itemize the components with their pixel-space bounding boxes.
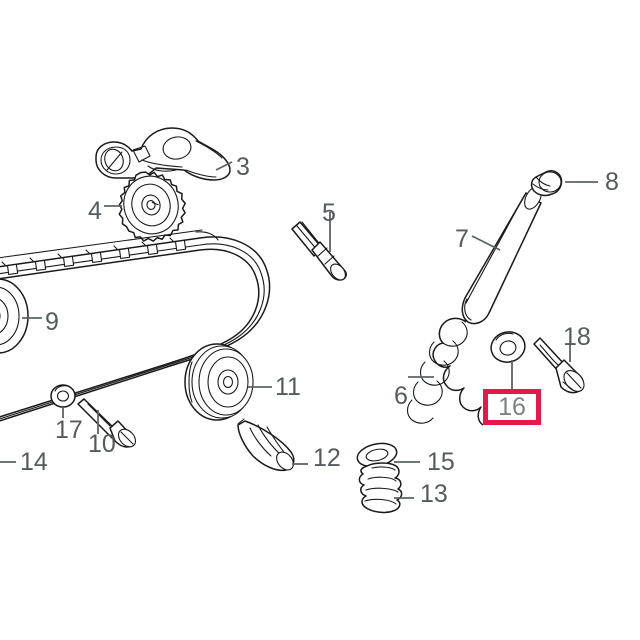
part-9-crank-pulley <box>0 278 29 354</box>
part-4-idler-sprocket <box>118 171 186 242</box>
part-18-hex-flange-bolt <box>533 337 585 394</box>
callout-7: 7 <box>455 225 469 253</box>
part-16-washer <box>490 331 526 363</box>
callout-12: 12 <box>313 444 341 472</box>
callout-5: 5 <box>322 199 336 227</box>
chain-links <box>0 229 219 276</box>
part-13-bellows-grommet <box>358 462 403 514</box>
callout-17: 17 <box>55 416 83 444</box>
callout-6: 6 <box>394 382 408 410</box>
callout-18: 18 <box>563 323 591 351</box>
part-17-plain-washer <box>50 384 76 408</box>
highlight-label: 16 <box>498 392 526 421</box>
callout-8: 8 <box>605 168 619 196</box>
callout-13: 13 <box>420 480 448 508</box>
leader-lines <box>0 161 598 499</box>
part-15-sealing-washer <box>356 442 398 468</box>
part-7-tensioner-rod <box>461 186 542 325</box>
part-12-cone-boot <box>237 418 295 472</box>
callout-11: 11 <box>275 373 301 401</box>
callout-9: 9 <box>45 308 59 336</box>
callout-4: 4 <box>88 197 102 225</box>
part-3-tensioner-arm <box>95 127 231 181</box>
part-11-idler-pulley <box>184 343 254 421</box>
callout-3: 3 <box>236 153 250 181</box>
callout-15: 15 <box>427 448 455 476</box>
callout-14: 14 <box>20 448 48 476</box>
part-6-coil-spring <box>406 317 484 426</box>
part-8-ball-knob <box>530 170 563 197</box>
highlight-box-part-16[interactable]: 16 <box>483 389 541 425</box>
part-5-stud-bolt <box>291 221 347 281</box>
callout-10: 10 <box>88 430 116 458</box>
